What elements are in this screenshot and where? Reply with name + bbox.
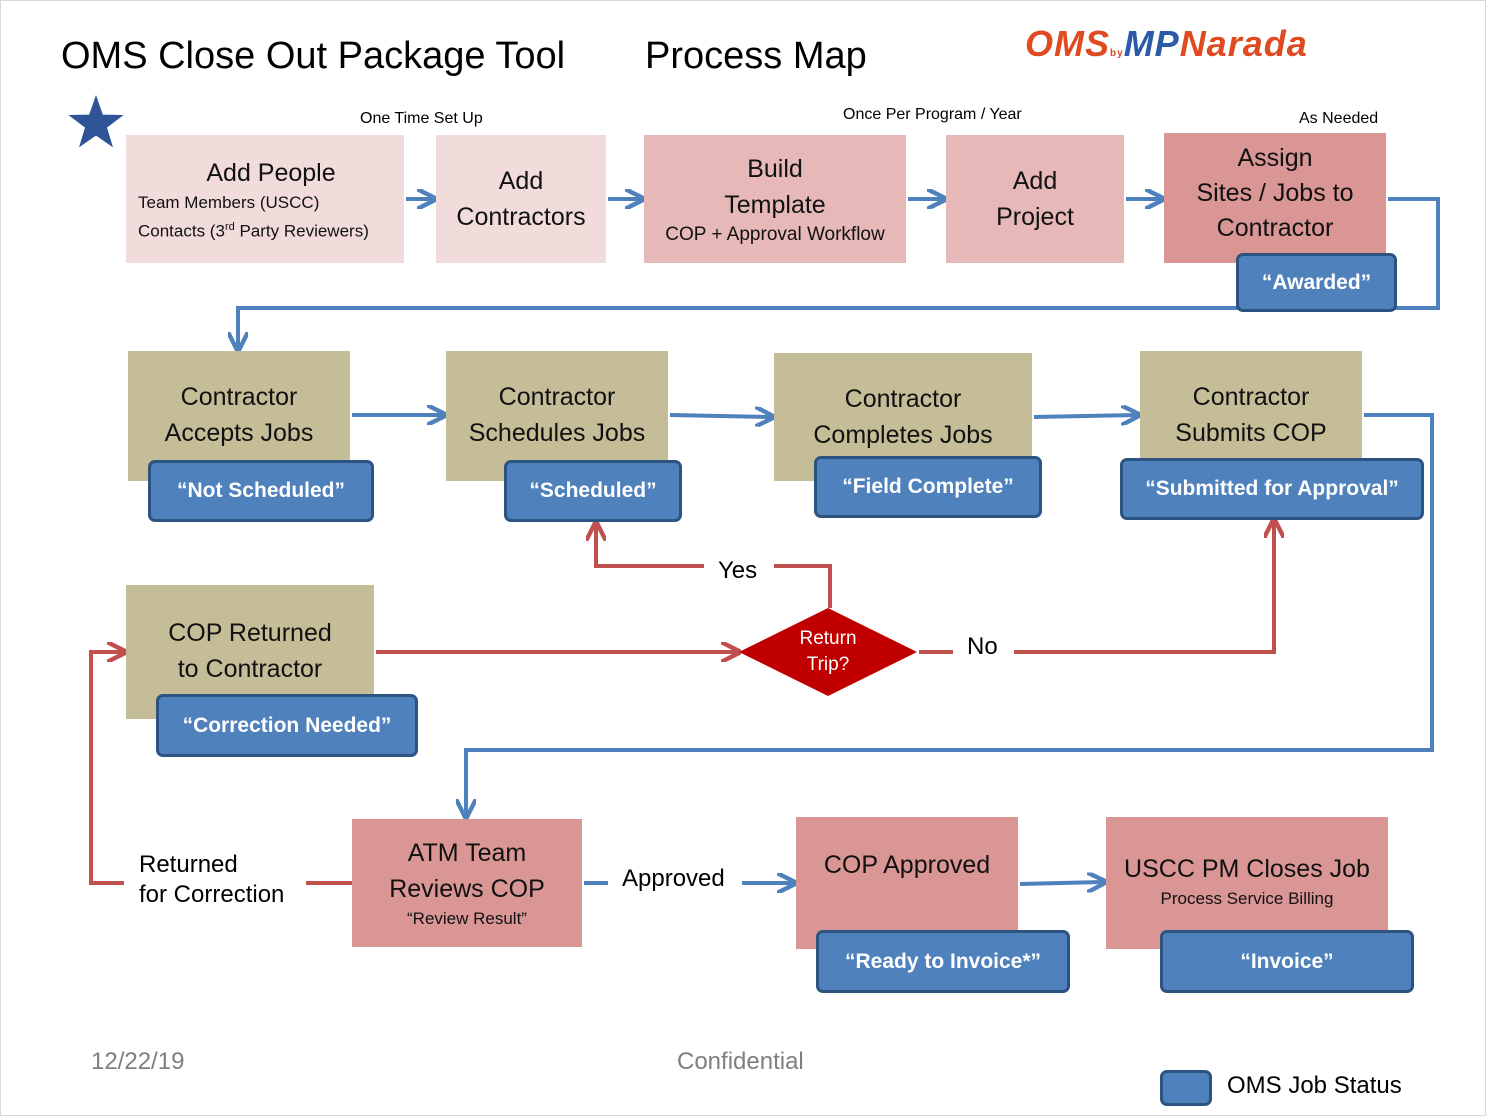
step-contractor-accepts: Contractor Accepts Jobs xyxy=(128,351,350,481)
step-atm-review-line2: Reviews COP xyxy=(389,875,545,903)
arrow-assign-to-accepts xyxy=(238,197,1440,348)
phase-per-program: Once Per Program / Year xyxy=(843,106,1022,123)
star-icon xyxy=(68,95,124,148)
label-returned: Returned xyxy=(139,851,238,878)
arrow-decision-yes xyxy=(774,564,832,608)
arrow-completes-to-submits xyxy=(1033,415,1137,417)
step-add-people-team: Team Members (USCC) xyxy=(138,192,320,212)
step-assign-sites: Assign Sites / Jobs to Contractor xyxy=(1164,133,1386,263)
step-contractor-schedules-line2: Schedules Jobs xyxy=(468,419,646,447)
step-uscc-closes-sub: Process Service Billing xyxy=(1160,889,1334,908)
step-assign-sites-line3: Contractor xyxy=(1216,214,1334,242)
step-contractor-submits-line2: Submits COP xyxy=(1175,419,1327,447)
step-build-template-line1: Build xyxy=(747,155,803,183)
step-contractor-completes-line1: Contractor xyxy=(844,385,962,413)
phase-one-time: One Time Set Up xyxy=(360,110,483,127)
step-add-people-title: Add People xyxy=(206,158,336,187)
step-cop-returned-line1: COP Returned xyxy=(168,619,332,647)
step-assign-sites-line1: Assign xyxy=(1237,144,1313,172)
step-cop-approved: COP Approved xyxy=(796,817,1018,949)
step-add-project-line2: Project xyxy=(996,203,1074,231)
step-build-template: Build Template COP + Approval Workflow xyxy=(644,135,906,263)
arrow-yes-to-scheduled xyxy=(596,525,704,568)
step-add-contractors-line1: Add xyxy=(498,167,544,195)
step-build-template-sub: COP + Approval Workflow xyxy=(665,224,885,245)
step-cop-approved-title: COP Approved xyxy=(823,851,991,879)
step-contractor-schedules: Contractor Schedules Jobs xyxy=(446,351,668,481)
arrow-returned-correction xyxy=(89,652,124,885)
arrow-submits-to-review xyxy=(466,413,1434,815)
status-awarded: “Awarded” xyxy=(1236,253,1397,312)
decision-return-trip: Return Trip? xyxy=(769,623,887,681)
label-for-correction: for Correction xyxy=(139,881,285,908)
footer-date: 12/22/19 xyxy=(91,1048,185,1075)
label-approved: Approved xyxy=(622,865,725,892)
step-add-people-contacts: Contacts (3rd Party Reviewers) xyxy=(138,220,369,241)
step-contractor-accepts-line2: Accepts Jobs xyxy=(164,419,314,447)
arrow-no-to-submitted xyxy=(1014,522,1274,654)
step-add-project-line1: Add xyxy=(1012,167,1058,195)
legend-swatch xyxy=(1160,1070,1212,1106)
step-contractor-submits-line1: Contractor xyxy=(1192,383,1310,411)
status-not-scheduled: “Not Scheduled” xyxy=(148,460,374,522)
status-correction-needed: “Correction Needed” xyxy=(156,694,418,757)
step-atm-review-sub: “Review Result” xyxy=(407,909,527,928)
step-uscc-closes: USCC PM Closes Job Process Service Billi… xyxy=(1106,817,1388,949)
step-add-people: Add People Team Members (USCC) Contacts … xyxy=(126,135,404,263)
arrow-schedules-to-completes xyxy=(669,415,771,417)
step-contractor-completes-line2: Completes Jobs xyxy=(813,421,993,449)
page-title: OMS Close Out Package Tool xyxy=(61,35,566,77)
status-invoice: “Invoice” xyxy=(1160,930,1414,993)
decision-line1: Return xyxy=(799,628,857,649)
status-field-complete: “Field Complete” xyxy=(814,456,1042,518)
status-ready-to-invoice: “Ready to Invoice*” xyxy=(816,930,1070,993)
decision-line2: Trip? xyxy=(806,654,850,675)
status-submitted-for-approval: “Submitted for Approval” xyxy=(1120,458,1424,520)
step-atm-review: ATM Team Reviews COP “Review Result” xyxy=(352,819,582,947)
phase-as-needed: As Needed xyxy=(1299,110,1379,127)
step-add-project: Add Project xyxy=(946,135,1124,263)
label-no: No xyxy=(967,633,998,660)
legend-label: OMS Job Status xyxy=(1227,1072,1402,1099)
oms-mp-narada-logo: OMSbyMPNarada xyxy=(1025,23,1308,64)
step-atm-review-line1: ATM Team xyxy=(407,839,527,867)
page-subtitle: Process Map xyxy=(645,35,867,77)
status-scheduled: “Scheduled” xyxy=(504,460,682,522)
step-contractor-accepts-line1: Contractor xyxy=(180,383,298,411)
step-assign-sites-line2: Sites / Jobs to xyxy=(1196,179,1354,207)
step-uscc-closes-title: USCC PM Closes Job xyxy=(1124,855,1370,883)
step-add-contractors-line2: Contractors xyxy=(456,203,586,231)
step-add-contractors: Add Contractors xyxy=(436,135,606,263)
footer-confidential: Confidential xyxy=(677,1048,804,1075)
arrow-approved-to-closes xyxy=(1019,882,1103,884)
decision-diamond xyxy=(739,608,917,696)
step-contractor-schedules-line1: Contractor xyxy=(498,383,616,411)
label-yes: Yes xyxy=(718,557,758,584)
step-build-template-line2: Template xyxy=(724,191,826,219)
step-cop-returned-line2: to Contractor xyxy=(177,655,323,683)
